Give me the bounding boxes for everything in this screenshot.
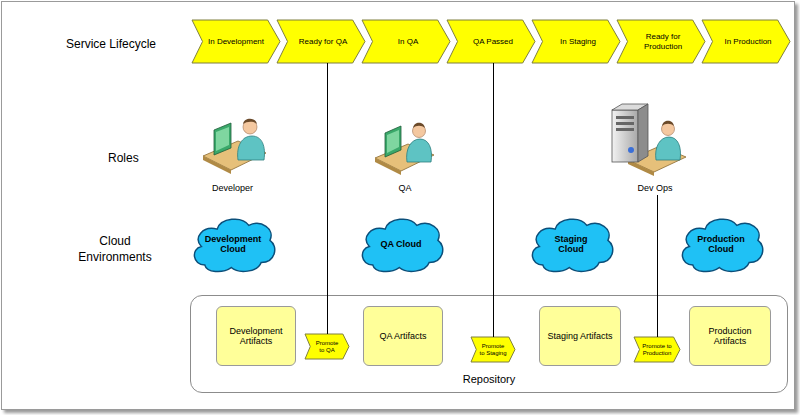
lifecycle-stage: In QA	[362, 20, 450, 63]
repository-group-text: Repository	[463, 373, 516, 386]
cloud-environment: Development Cloud	[189, 213, 277, 275]
row-heading: Roles	[108, 150, 168, 166]
cloud-environment-text: Development Cloud	[203, 234, 263, 255]
chevron-shape-outline	[447, 20, 535, 63]
lifecycle-stage-text: In Production	[724, 37, 771, 46]
lifecycle-stage: Ready for QA	[277, 20, 365, 63]
promote-step: Promote to QA	[305, 334, 349, 359]
artifact-box-text: Staging Artifacts	[547, 331, 612, 341]
lifecycle-stage-text: Ready for Production	[631, 32, 695, 50]
lifecycle-stage-text: In QA	[398, 37, 418, 46]
artifact-box: Development Artifacts	[216, 306, 296, 366]
chevron-shape-outline	[532, 20, 620, 63]
cloud-shape-outline	[194, 219, 274, 271]
artifact-box: Production Artifacts	[689, 306, 771, 366]
cloud-shape-outline	[362, 219, 442, 271]
chevron-shape-outline	[617, 20, 705, 63]
chevron-shape-outline	[192, 20, 280, 63]
role-figure-text: Developer	[212, 183, 253, 193]
lifecycle-stage-text: In Staging	[560, 37, 596, 46]
row-heading: Service Lifecycle	[66, 36, 176, 52]
promote-step: Promote to Staging	[471, 337, 515, 362]
promote-step: Promote to Production	[634, 337, 680, 362]
promotion-line	[493, 63, 494, 337]
cloud-environment-text: QA Cloud	[380, 239, 421, 249]
promote-step-text: Promote to QA	[313, 340, 341, 354]
devops-icon	[612, 104, 686, 176]
cloud-environment: Production Cloud	[677, 213, 765, 275]
artifact-box-text: Development Artifacts	[223, 326, 289, 347]
lifecycle-stage: In Development	[192, 20, 280, 63]
lifecycle-stage: QA Passed	[447, 20, 535, 63]
role-figure: Developer	[195, 115, 270, 195]
chevron-shape-outline	[362, 20, 450, 63]
promotion-line	[657, 195, 658, 337]
lifecycle-stage: In Production	[702, 20, 790, 63]
repository-group: Repository Development ArtifactsPromote t…	[190, 295, 788, 393]
lifecycle-stage-text: In Development	[208, 37, 264, 46]
artifact-box: QA Artifacts	[363, 306, 443, 366]
chevron-shape-outline	[277, 20, 365, 63]
role-figure: QA	[370, 115, 440, 195]
promotion-line	[327, 63, 328, 334]
promote-step-text: Promote to Production	[642, 343, 672, 357]
artifact-box-text: Production Artifacts	[696, 326, 764, 347]
cloud-shape-outline	[532, 219, 612, 271]
row-heading: Cloud Environments	[74, 233, 156, 265]
cloud-environment: QA Cloud	[357, 213, 445, 275]
cloud-environment: Staging Cloud	[527, 213, 615, 275]
cloud-environment-text: Staging Cloud	[541, 234, 601, 255]
artifact-box: Staging Artifacts	[539, 306, 621, 366]
artifact-box-text: QA Artifacts	[379, 331, 426, 341]
lifecycle-stage-text: QA Passed	[473, 37, 513, 46]
chevron-shape-outline	[305, 334, 349, 359]
role-figure-text: Dev Ops	[637, 183, 672, 193]
chevron-shape-outline	[471, 337, 515, 362]
cloud-environment-text: Production Cloud	[691, 234, 751, 255]
role-figure: Dev Ops	[605, 102, 705, 195]
lifecycle-stage-text: Ready for QA	[299, 37, 347, 46]
chevron-shape-outline	[634, 337, 680, 362]
lifecycle-stage: Ready for Production	[617, 20, 705, 63]
chevron-shape-outline	[702, 20, 790, 63]
developer-icon	[203, 119, 266, 174]
role-figure-text: QA	[398, 183, 411, 193]
lifecycle-stage: In Staging	[532, 20, 620, 63]
qa-icon	[375, 123, 434, 175]
promote-step-text: Promote to Staging	[479, 343, 507, 357]
cloud-shape-outline	[682, 219, 762, 271]
